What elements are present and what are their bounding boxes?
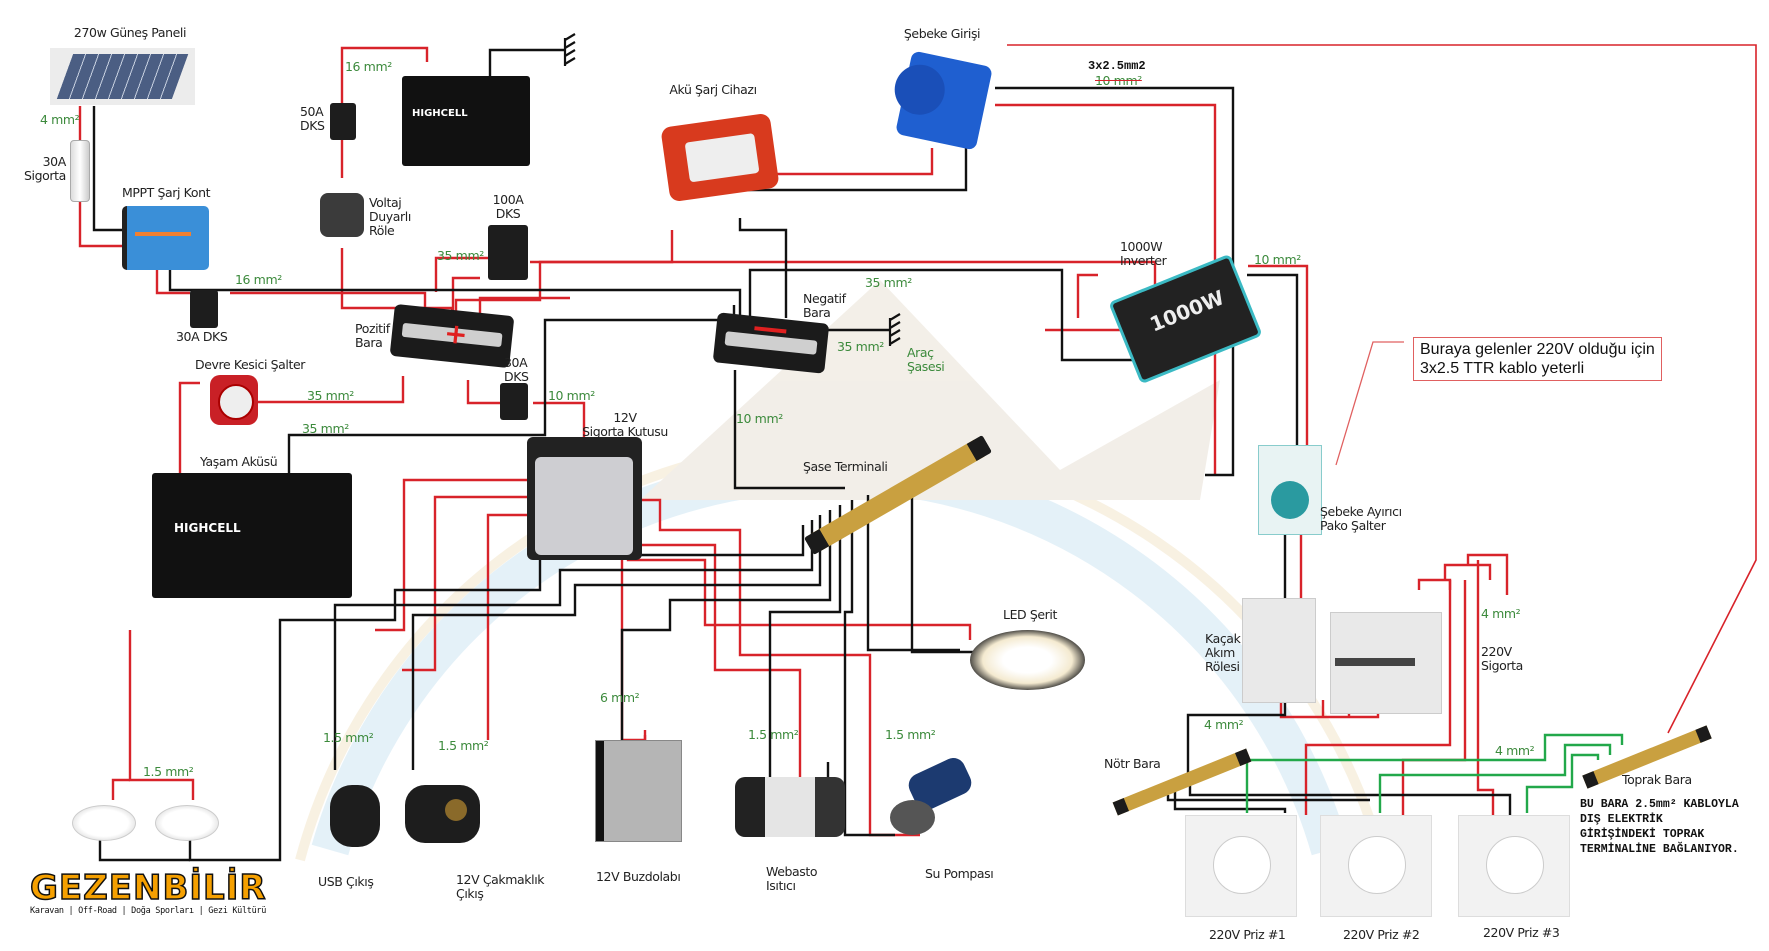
label-fuse-box: 12V Sigorta Kutusu	[582, 410, 668, 439]
cable-size-ac-neutral: 4 mm²	[1204, 717, 1244, 732]
cable-size-cigarette: 1.5 mm²	[438, 738, 489, 753]
ac-socket-3	[1458, 815, 1570, 917]
cable-size-heater: 1.5 mm²	[748, 727, 799, 742]
diesel-heater	[735, 777, 845, 837]
label-chassis-terminal: Şase Terminali	[803, 459, 888, 474]
cable-size-neg-terminal: 10 mm²	[736, 411, 783, 426]
circuit-breaker-50a	[330, 103, 356, 140]
label-neutral-bus: Nötr Bara	[1104, 756, 1161, 771]
cigarette-socket	[405, 785, 480, 843]
label-changeover-switch: Şebeke Ayırıcı Pako Şalter	[1320, 504, 1402, 533]
label-negative-bus: Negatif Bara	[803, 291, 846, 320]
cable-size-inverter: 10 mm²	[1254, 252, 1301, 267]
logo-title: GEZENBİLİR	[29, 868, 267, 908]
ground-symbol-chassis	[888, 313, 901, 346]
usb-socket	[330, 785, 380, 847]
cable-size-starter: 16 mm²	[345, 59, 392, 74]
ground-symbol-starter	[563, 33, 576, 66]
logo-subtitle: Karavan | Off-Road | Doğa Sporları | Gez…	[30, 906, 267, 916]
label-fridge: 12V Buzdolabı	[596, 869, 681, 884]
ceiling-light-2	[155, 805, 219, 841]
changeover-switch	[1258, 445, 1322, 535]
fridge	[595, 740, 682, 842]
label-chassis-ground: Araç Şasesi	[907, 345, 945, 374]
label-dks-30a-fusebox: 30A DKS	[504, 355, 529, 384]
circuit-breaker-30a-mppt	[190, 290, 218, 328]
ac-socket-1	[1185, 815, 1297, 917]
label-socket-3: 220V Priz #3	[1483, 925, 1560, 940]
water-pump	[880, 754, 980, 835]
house-battery-brand: HIGHCELL	[174, 521, 241, 535]
led-strip	[970, 630, 1085, 690]
residual-current-device	[1242, 598, 1316, 703]
cable-size-fusebox: 10 mm²	[548, 388, 595, 403]
cable-size-shore-old: 10 mm²	[1095, 73, 1142, 88]
label-earth-bus: Toprak Bara	[1622, 772, 1692, 787]
fuse-box	[527, 437, 642, 560]
label-dks-100a: 100A DKS	[492, 192, 524, 221]
cable-size-ac-mcb: 4 mm²	[1481, 606, 1521, 621]
cable-size-dks100: 35 mm²	[437, 248, 484, 263]
battery-charger	[660, 112, 780, 203]
cable-size-panel: 4 mm²	[40, 112, 80, 127]
mcb-breaker	[1330, 612, 1442, 714]
label-solar-panel: 270w Güneş Paneli	[73, 25, 187, 40]
cable-size-ac-earth: 4 mm²	[1495, 743, 1535, 758]
label-dks-30a-mppt: 30A DKS	[176, 329, 228, 344]
label-voltage-relay: Voltaj Duyarlı Röle	[369, 195, 411, 238]
ceiling-light-1	[72, 805, 136, 841]
circuit-breaker-30a-fusebox	[500, 383, 528, 420]
label-shore-inlet: Şebeke Girişi	[903, 26, 981, 41]
cable-size-mppt-out: 16 mm²	[235, 272, 282, 287]
inverter-face-label: 1000W	[1146, 285, 1228, 337]
label-socket-1: 220V Priz #1	[1209, 927, 1286, 942]
negative-wires	[92, 48, 1512, 815]
cable-size-battery-neg: 35 mm²	[302, 421, 349, 436]
label-mppt: MPPT Şarj Kont	[122, 185, 211, 200]
battery-disconnect-switch	[210, 375, 258, 425]
brand-logo: GEZENBİLİR Karavan | Off-Road | Doğa Spo…	[29, 868, 267, 916]
label-usb: USB Çıkış	[318, 874, 374, 889]
label-house-battery: Yaşam Aküsü	[200, 454, 278, 469]
earth-note: BU BARA 2.5mm² KABLOYLA DIŞ ELEKTRİK GİR…	[1580, 798, 1739, 856]
label-rcd: Kaçak Akım Rölesi	[1205, 631, 1241, 674]
load-negative-wires	[98, 495, 980, 862]
cable-size-usb: 1.5 mm²	[323, 730, 374, 745]
label-pump: Su Pompası	[925, 866, 994, 881]
cable-size-shore-new: 3x2.5mm2	[1088, 59, 1146, 73]
label-led-strip: LED Şerit	[1003, 607, 1057, 622]
solar-panel	[50, 48, 195, 105]
house-battery: HIGHCELL	[152, 473, 352, 598]
starter-battery: HIGHCELL	[402, 76, 530, 166]
label-mcb: 220V Sigorta	[1481, 644, 1523, 673]
note-pointer	[1335, 341, 1404, 466]
shore-power-inlet	[890, 50, 993, 151]
cable-size-fridge: 6 mm²	[600, 690, 640, 705]
cable-size-pump: 1.5 mm²	[885, 727, 936, 742]
label-heater: Webasto Isıtıcı	[766, 864, 818, 893]
label-inverter: 1000W Inverter	[1120, 239, 1167, 268]
label-socket-2: 220V Priz #2	[1343, 927, 1420, 942]
label-fuse-30a: 30A Sigorta	[24, 154, 66, 183]
label-positive-bus: Pozitif Bara	[355, 321, 390, 350]
ac-socket-2	[1320, 815, 1432, 917]
mppt-controller	[122, 206, 209, 270]
cable-size-chassis: 35 mm²	[837, 339, 884, 354]
earth-wires	[1245, 733, 1624, 813]
circuit-breaker-100a	[488, 225, 528, 280]
label-cigarette: 12V Çakmaklık Çıkış	[456, 872, 545, 901]
cable-size-lights: 1.5 mm²	[143, 764, 194, 779]
label-charger: Akü Şarj Cihazı	[669, 82, 757, 97]
voltage-sensing-relay	[320, 193, 364, 237]
cable-note: Buraya gelenler 220V olduğu için 3x2.5 T…	[1413, 337, 1662, 381]
label-dks-50a: 50A DKS	[300, 104, 325, 133]
cable-size-switch-bus: 35 mm²	[307, 388, 354, 403]
starter-battery-brand: HIGHCELL	[412, 108, 468, 119]
cable-size-neg-bus: 35 mm²	[865, 275, 912, 290]
label-breaker-switch: Devre Kesici Şalter	[194, 357, 306, 372]
inline-fuse-30a	[70, 140, 90, 202]
